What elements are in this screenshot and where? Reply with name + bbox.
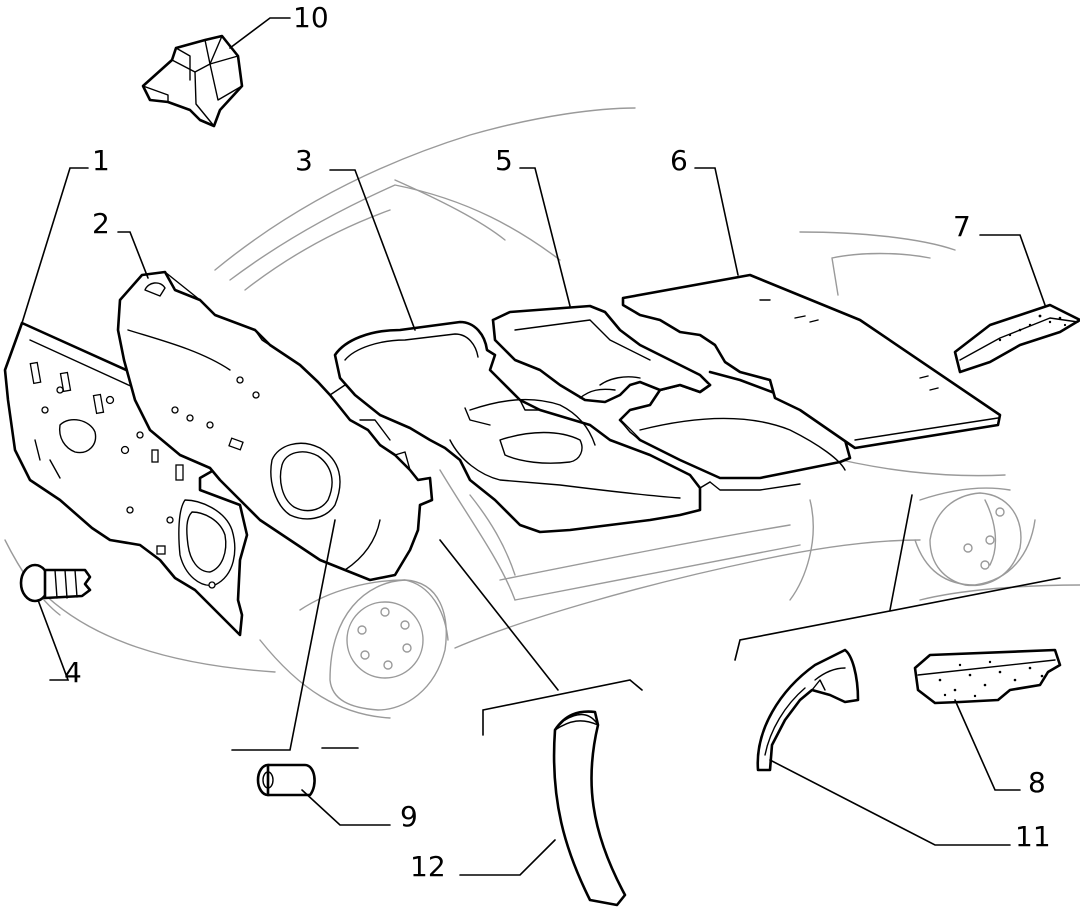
leader-lines	[21, 17, 1061, 876]
callout-5: 5	[495, 144, 513, 177]
callout-12: 12	[410, 850, 446, 883]
part-4-push-clip	[19, 563, 92, 603]
part-9-plug	[256, 763, 316, 797]
callout-2: 2	[92, 207, 110, 240]
rear-wheel-outline	[929, 492, 1022, 587]
callout-4: 4	[64, 656, 82, 689]
part-2-firewall-insulation	[116, 270, 434, 582]
part-3-front-floor-mat	[333, 320, 702, 534]
part-8-foam-pad	[913, 648, 1062, 705]
callout-11: 11	[1015, 820, 1051, 853]
callout-10: 10	[293, 1, 329, 34]
callout-7: 7	[953, 210, 971, 243]
part-11-curved-trim	[756, 648, 860, 772]
callout-3: 3	[295, 144, 313, 177]
part-10-bracket	[141, 34, 244, 128]
part-6-rear-shelf-panel	[621, 273, 1002, 450]
part-7-foam-strip	[953, 303, 1080, 374]
car-body-outline	[4, 107, 1080, 719]
callout-1: 1	[92, 144, 110, 177]
front-wheel-outline	[329, 579, 447, 711]
callout-labels: 10 1 2 3 5 6 7 4 9 12 11 8	[64, 1, 1051, 883]
part-12-curved-foam	[552, 710, 627, 907]
callout-6: 6	[670, 144, 688, 177]
callout-9: 9	[400, 800, 418, 833]
callout-8: 8	[1028, 766, 1046, 799]
